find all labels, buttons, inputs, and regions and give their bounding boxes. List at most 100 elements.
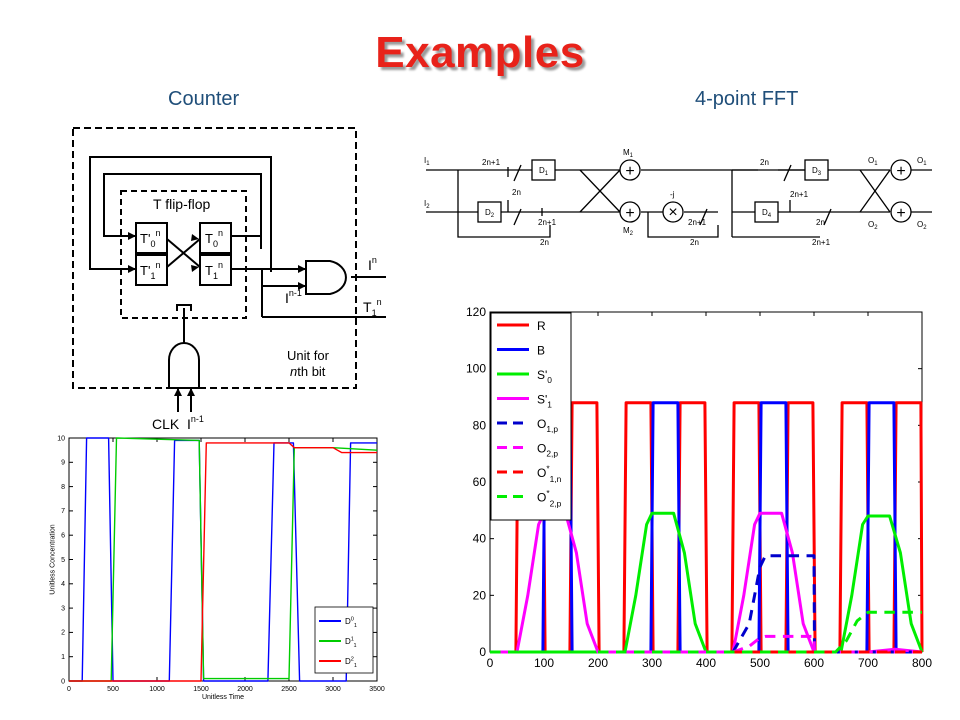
fft-adder-m1: M1 bbox=[623, 148, 634, 159]
legend-label: B bbox=[537, 344, 545, 358]
legend-label-sub: 2,p bbox=[546, 449, 558, 459]
legend-label-base: S' bbox=[537, 393, 547, 407]
input-prev-label: In-1 bbox=[285, 288, 302, 306]
fft-wire-label: 2n+1 bbox=[688, 218, 707, 227]
unit-label-line2: nth bit bbox=[290, 364, 326, 379]
fft-final-output-2: O2 bbox=[917, 220, 927, 231]
x-tick-label: 300 bbox=[642, 656, 662, 670]
legend-label-base: R bbox=[537, 319, 546, 333]
fft-mid-output-1: O1 bbox=[868, 156, 878, 167]
legend-label-sub: 1,p bbox=[546, 424, 558, 434]
legend-label: D11 bbox=[345, 636, 357, 649]
series-line bbox=[490, 511, 923, 654]
y-tick-label: 4 bbox=[61, 581, 65, 588]
y-tick-label: 120 bbox=[466, 305, 486, 319]
y-tick-label: 0 bbox=[479, 645, 486, 659]
fft-adder-m2: M2 bbox=[623, 226, 634, 237]
fft-circuit-diagram: ++ × ++ I1 I2 D1 D2 D3 D4 M1 M2 -j O1 O2… bbox=[424, 148, 932, 247]
box-label-t-prime-0: T'0n bbox=[140, 228, 160, 249]
fft-final-output-1: O1 bbox=[917, 156, 927, 167]
legend-label-sub: 1 bbox=[547, 400, 552, 410]
chart-legend bbox=[490, 312, 572, 521]
legend-label-base: D bbox=[345, 657, 351, 666]
output-t1-label: T1n bbox=[363, 297, 382, 318]
x-tick-label: 3000 bbox=[325, 686, 341, 693]
y-tick-label: 5 bbox=[61, 557, 65, 564]
y-tick-label: 0 bbox=[61, 678, 65, 685]
legend-label-sub: 1 bbox=[354, 623, 357, 629]
legend-label-sup: * bbox=[546, 488, 550, 498]
x-tick-label: 500 bbox=[107, 686, 119, 693]
x-tick-label: 1500 bbox=[193, 686, 209, 693]
y-tick-label: 20 bbox=[473, 588, 487, 602]
svg-text:×: × bbox=[668, 204, 677, 221]
legend-label: D01 bbox=[345, 616, 357, 629]
counter-label: Counter bbox=[168, 88, 240, 110]
output-in-label: In bbox=[368, 255, 377, 273]
fft-input-2: I2 bbox=[424, 199, 430, 210]
unit-label-line1: Unit for bbox=[287, 348, 330, 363]
x-tick-label: 0 bbox=[67, 686, 71, 693]
y-tick-label: 1 bbox=[61, 654, 65, 661]
y-axis-label: Unitless Concentration bbox=[49, 524, 56, 595]
fft-wire-label: 2n bbox=[512, 188, 521, 197]
unit-boundary bbox=[72, 127, 357, 389]
fft-multiplier-label: -j bbox=[670, 190, 675, 199]
clk-input-label: In-1 bbox=[187, 414, 204, 432]
x-tick-label: 1000 bbox=[149, 686, 165, 693]
page-title: Examples bbox=[375, 28, 585, 77]
y-tick-label: 80 bbox=[473, 418, 487, 432]
x-tick-label: 3500 bbox=[369, 686, 385, 693]
x-tick-label: 700 bbox=[858, 656, 878, 670]
clk-label: CLK bbox=[152, 416, 180, 432]
x-tick-label: 2500 bbox=[281, 686, 297, 693]
legend-label-base: B bbox=[537, 344, 545, 358]
legend-label: O*1,n bbox=[537, 464, 562, 484]
fft-label: 4-point FFT bbox=[695, 88, 799, 110]
svg-text:+: + bbox=[625, 163, 634, 180]
x-tick-label: 400 bbox=[696, 656, 716, 670]
counter-circuit-diagram: T'0n T0n T'1n T1n T flip-flop Unit for n… bbox=[72, 127, 386, 432]
series-line bbox=[69, 442, 377, 682]
legend-label-base: O bbox=[537, 466, 546, 480]
fft-input-1: I1 bbox=[424, 156, 430, 167]
series-line bbox=[732, 634, 922, 654]
legend-label-base: O bbox=[537, 417, 546, 431]
x-tick-label: 800 bbox=[912, 656, 932, 670]
fft-wire-label: 2n bbox=[760, 158, 769, 167]
series-line bbox=[490, 610, 922, 654]
legend-label-sup: 1 bbox=[351, 636, 354, 642]
fft-wire-label: 2n bbox=[540, 238, 549, 247]
legend-label: S'0 bbox=[537, 368, 552, 385]
fft-wire-label: 2n+1 bbox=[812, 238, 831, 247]
fft-delay-1: D1 bbox=[539, 166, 549, 177]
fft-wire-label: 2n bbox=[816, 218, 825, 227]
flip-flop-label: T flip-flop bbox=[153, 196, 211, 212]
legend-label-sub: 0 bbox=[547, 375, 552, 385]
x-tick-label: 600 bbox=[804, 656, 824, 670]
legend-label-sub: 1,n bbox=[550, 474, 562, 484]
legend-label-sup: * bbox=[546, 464, 550, 474]
legend-label-base: O bbox=[537, 491, 546, 505]
y-tick-label: 3 bbox=[61, 605, 65, 612]
legend-label: D21 bbox=[345, 656, 357, 669]
box-label-t-1: T1n bbox=[205, 260, 223, 281]
y-tick-label: 100 bbox=[466, 362, 486, 376]
legend-label-base: S' bbox=[537, 368, 547, 382]
x-tick-label: 0 bbox=[487, 656, 494, 670]
legend-label-base: D bbox=[345, 637, 351, 646]
series-line bbox=[69, 437, 377, 682]
legend-label: O2,p bbox=[537, 442, 558, 459]
legend-label: S'1 bbox=[537, 393, 552, 410]
legend-label-base: D bbox=[345, 617, 351, 626]
x-tick-label: 2000 bbox=[237, 686, 253, 693]
x-axis-label: Unitless Time bbox=[202, 694, 244, 701]
y-tick-label: 7 bbox=[61, 508, 65, 515]
fft-delay-3: D3 bbox=[812, 166, 822, 177]
legend-label: O1,p bbox=[537, 417, 558, 434]
fft-delay-4: D4 bbox=[762, 208, 772, 219]
legend-label-sub: 2,p bbox=[550, 498, 562, 508]
fft-mid-output-2: O2 bbox=[868, 220, 878, 231]
